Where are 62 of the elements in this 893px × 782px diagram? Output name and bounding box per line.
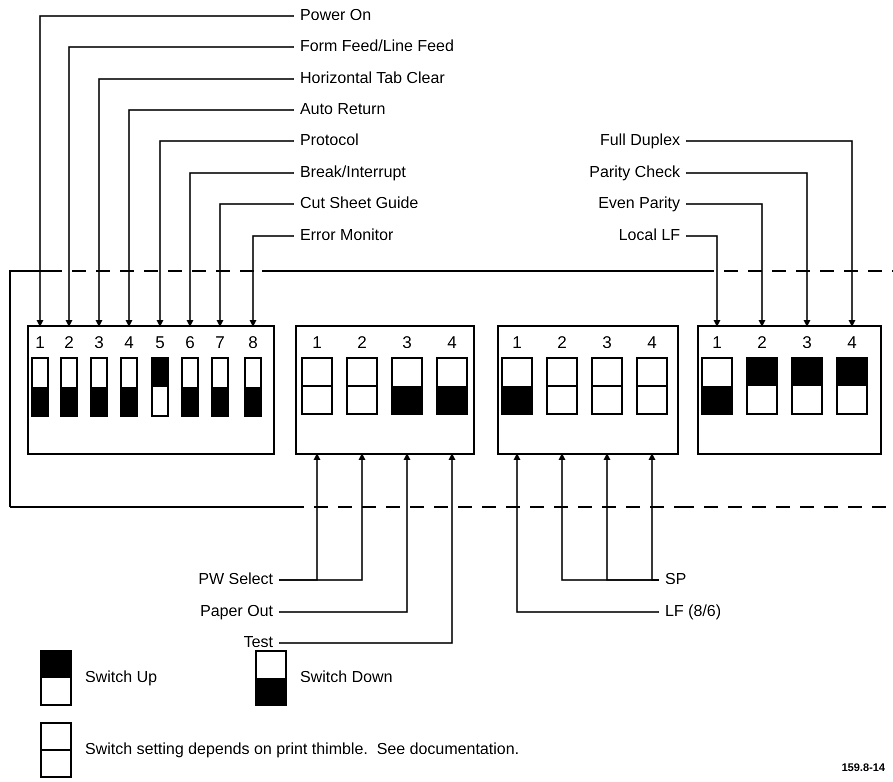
switch-label: Local LF <box>618 227 680 245</box>
switch-number: 4 <box>124 333 134 353</box>
switch-number: 7 <box>215 333 225 353</box>
leader-arrow <box>250 235 294 327</box>
leader-arrow <box>96 78 294 327</box>
legend-text: Switch Down <box>300 669 392 687</box>
switch-bank <box>497 325 679 455</box>
switch-label: Power On <box>300 7 372 25</box>
leader-arrow <box>686 203 766 327</box>
switch-number: 3 <box>602 333 612 353</box>
switch-number: 4 <box>447 333 457 353</box>
switch-number: 3 <box>802 333 812 353</box>
switch-number: 3 <box>94 333 104 353</box>
leader-arrow <box>279 453 366 581</box>
switch-number: 8 <box>248 333 258 353</box>
switch-label: Paper Out <box>200 603 273 621</box>
leader-arrow <box>686 140 856 327</box>
leader-arrow <box>686 172 810 327</box>
switch-number: 2 <box>64 333 74 353</box>
switch-label: Error Monitor <box>300 227 394 245</box>
leader-arrow <box>66 46 294 327</box>
switch-label: Full Duplex <box>600 132 680 150</box>
leader-arrow <box>648 453 659 581</box>
switch-label: Cut Sheet Guide <box>300 195 418 213</box>
switch-label: Horizontal Tab Clear <box>300 70 445 88</box>
switch-bank <box>295 325 475 455</box>
figure-number: 159.8-14 <box>842 762 885 774</box>
switch-label: PW Select <box>198 571 273 589</box>
switch-bank <box>697 325 882 455</box>
switch-number: 4 <box>647 333 657 353</box>
switch-number: 3 <box>402 333 412 353</box>
leader-arrow <box>686 235 720 327</box>
switch-label: Even Parity <box>598 195 680 213</box>
switch-label: SP <box>665 571 686 589</box>
switch-number: 1 <box>312 333 322 353</box>
switch-bank <box>27 325 275 455</box>
switch-number: 1 <box>512 333 522 353</box>
leader-arrow <box>156 140 294 327</box>
switch-label: Break/Interrupt <box>300 164 406 182</box>
switch-label: Form Feed/Line Feed <box>300 38 454 56</box>
leader-arrow <box>216 203 294 327</box>
leader-arrow <box>126 109 294 327</box>
leader-arrow <box>279 453 456 644</box>
switch-number: 1 <box>35 333 45 353</box>
switch-number: 1 <box>712 333 722 353</box>
switch-number: 4 <box>847 333 857 353</box>
switch-number: 2 <box>357 333 367 353</box>
leader-arrow <box>186 172 294 327</box>
switch-label: Auto Return <box>300 101 386 119</box>
legend-text: Switch setting depends on print thimble. See documentation. <box>85 741 520 759</box>
switch-label: LF (8/6) <box>665 603 722 621</box>
switch-label: Test <box>244 634 273 652</box>
switch-number: 2 <box>557 333 567 353</box>
legend-text: Switch Up <box>85 669 158 687</box>
switch-label: Protocol <box>300 132 359 150</box>
leader-arrow <box>279 453 410 613</box>
switch-number: 5 <box>155 333 165 353</box>
switch-number: 2 <box>757 333 767 353</box>
leader-arrow <box>36 15 294 327</box>
switch-label: Parity Check <box>589 164 680 182</box>
switch-number: 6 <box>185 333 195 353</box>
leader-arrow <box>514 453 659 613</box>
